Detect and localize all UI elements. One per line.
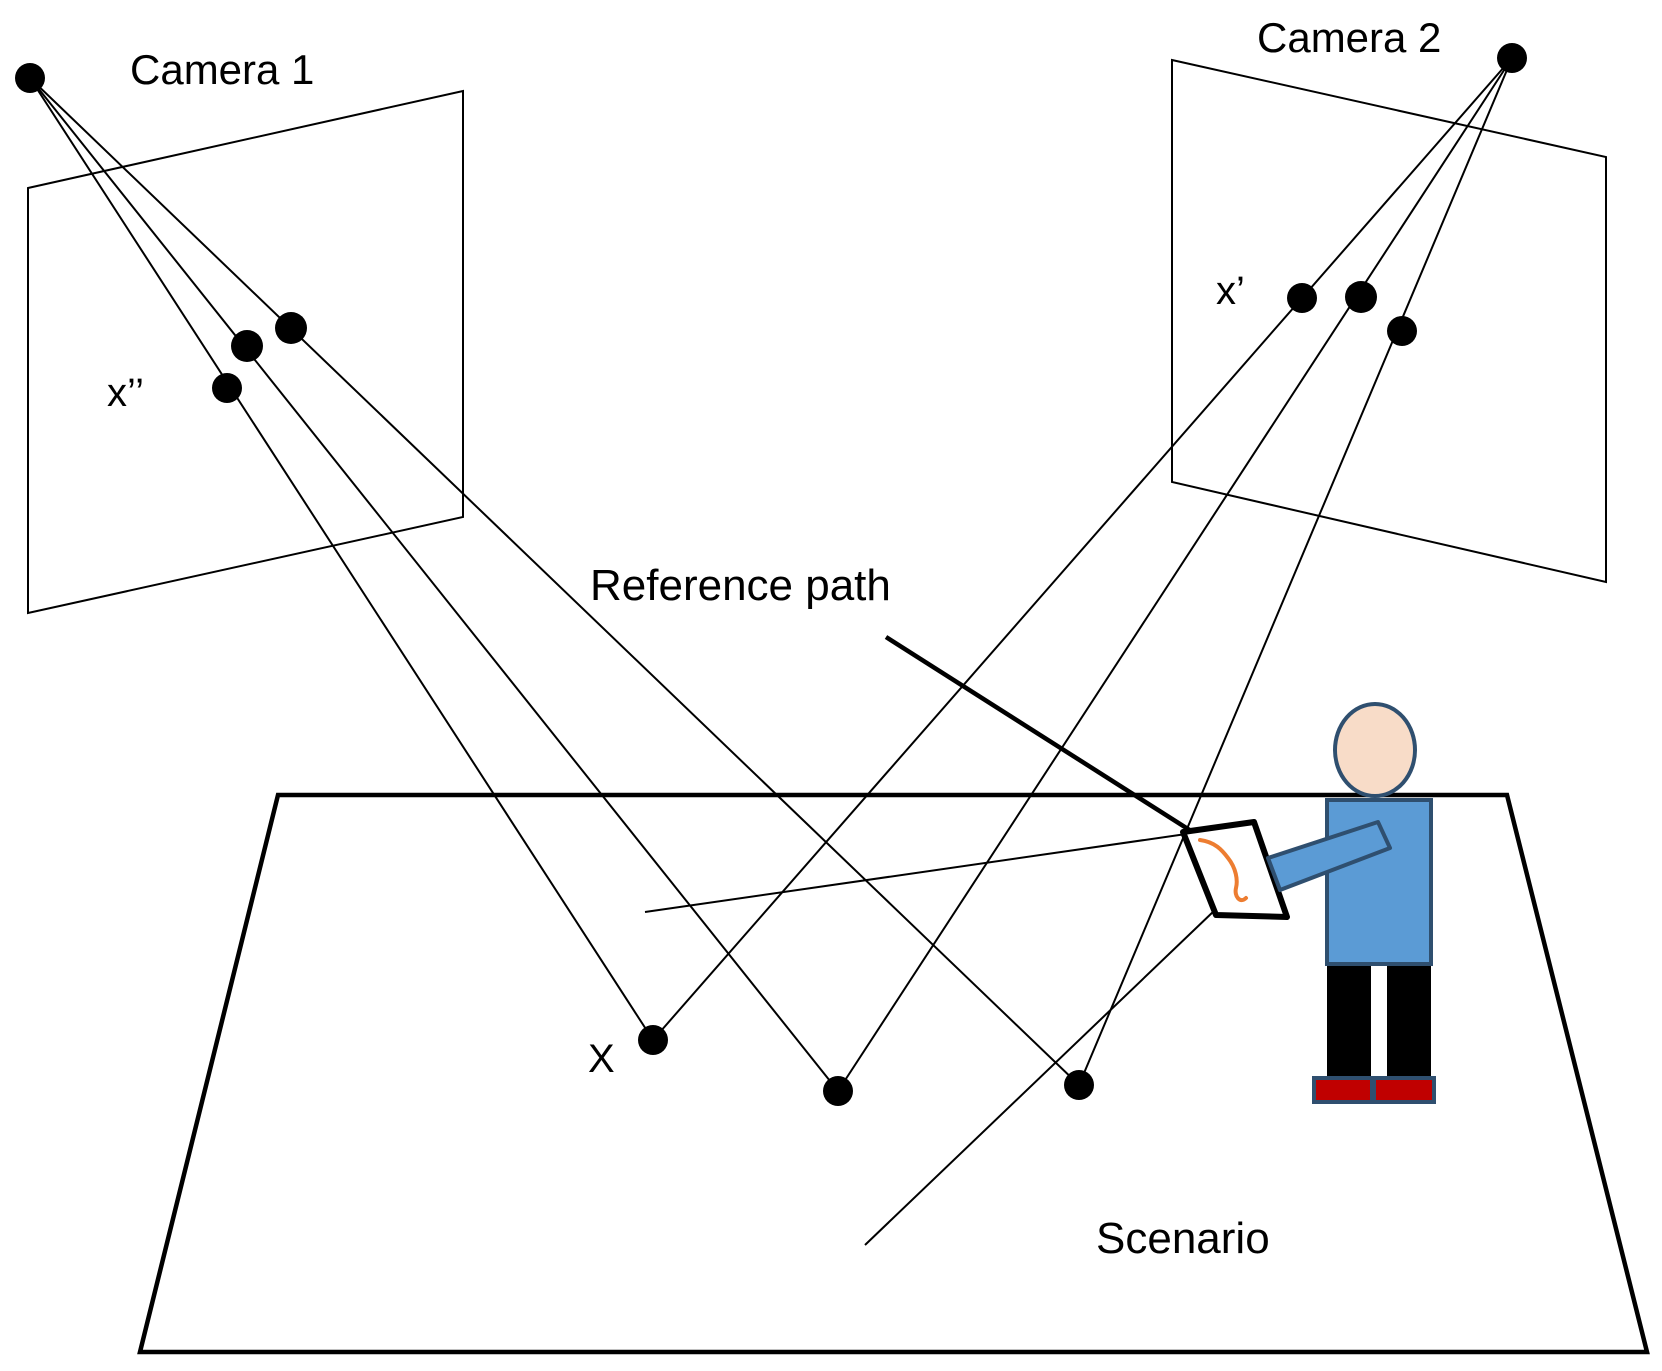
reference-path-label: Reference path [590, 561, 891, 610]
camera1-label: Camera 1 [130, 46, 314, 93]
person-right-leg [1387, 962, 1431, 1078]
camera1-center [15, 63, 45, 93]
x-prime-label: x’ [1216, 269, 1245, 313]
camera1-image-plane [27, 89, 464, 615]
person-head [1333, 702, 1417, 798]
world-point-x [638, 1025, 668, 1055]
camera1-image-point-2 [231, 330, 263, 362]
person-arm [1266, 820, 1392, 892]
x-double-prime-label: x’’ [107, 371, 144, 415]
camera2-center [1497, 43, 1527, 73]
camera2-ray-to-x [652, 57, 1513, 1041]
person-right-shoe [1372, 1076, 1436, 1104]
camera2-image-point-2 [1345, 281, 1377, 313]
person-left-shoe [1312, 1076, 1374, 1104]
camera2-label: Camera 2 [1257, 14, 1441, 61]
camera2-ray-to-center-point [837, 57, 1513, 1092]
scenario-label: Scenario [1096, 1214, 1270, 1263]
person-holding-tablet-icon [1180, 702, 1436, 1104]
camera2-image-plane [1171, 58, 1607, 584]
tablet-sight-line-lower [864, 909, 1216, 1246]
tablet-sight-line-upper [644, 831, 1201, 913]
world-point-right [1064, 1070, 1094, 1100]
world-point-center [823, 1076, 853, 1106]
person-torso [1325, 798, 1433, 966]
camera2-ray-to-right-point [1078, 57, 1513, 1086]
camera2-image-point-1 [1287, 283, 1317, 313]
camera2-rays [652, 57, 1513, 1092]
camera1-ray-to-x [29, 77, 654, 1041]
camera2-image-point-3 [1387, 316, 1417, 346]
camera1-image-point-1 [275, 312, 307, 344]
x-point-label: X [588, 1037, 615, 1081]
camera1-ray-to-right-point [29, 77, 1080, 1086]
scenario-floor [137, 792, 1650, 1355]
camera1-ray-to-center-point [29, 77, 839, 1092]
tablet-reference-path-drawing [1198, 838, 1248, 903]
camera1-rays [29, 77, 1080, 1092]
tablet-icon [1180, 819, 1290, 920]
camera1-image-point-3 [212, 373, 242, 403]
person-left-leg [1327, 962, 1371, 1078]
reference-path-pointer [884, 635, 1212, 845]
